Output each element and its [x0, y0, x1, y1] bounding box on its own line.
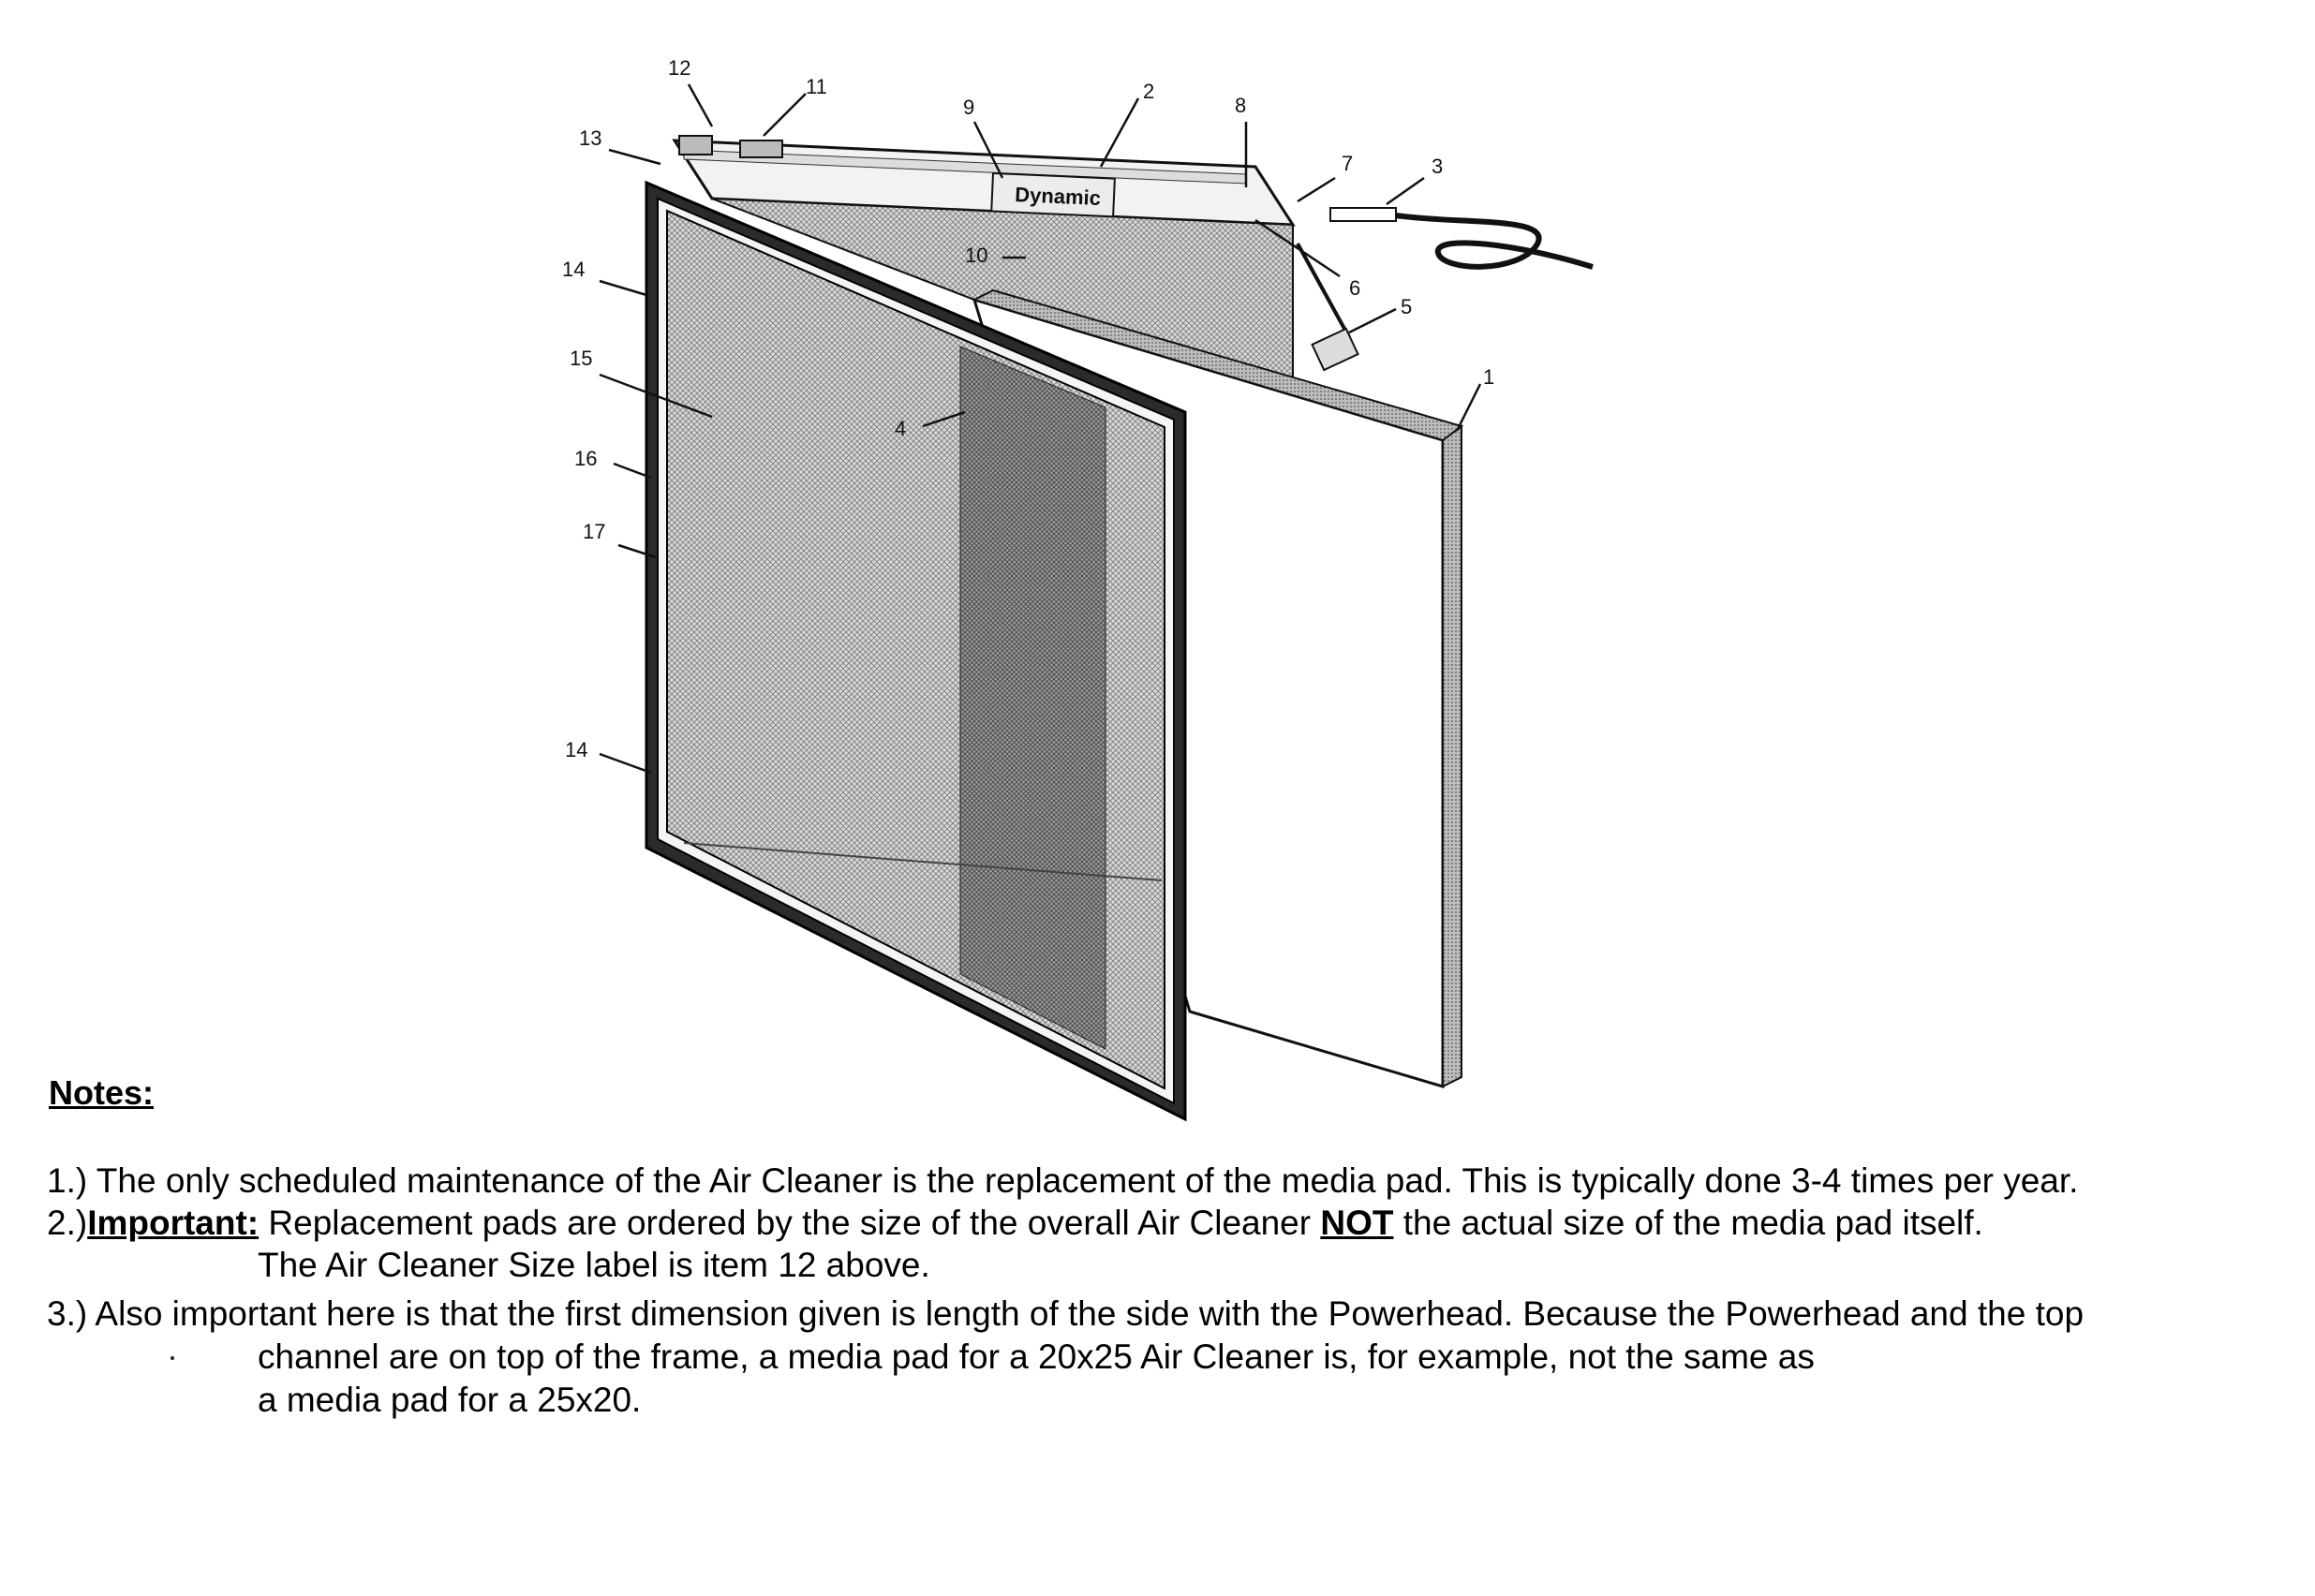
callout-numbers: 12 11 9 2 8 13 7 3 14 10 6 5 15 4 1 16 1… — [562, 56, 1494, 761]
callout-16: 16 — [574, 447, 597, 470]
callout-15: 15 — [570, 347, 592, 370]
note-3-line-1: 3.) Also important here is that the firs… — [47, 1294, 2085, 1333]
stray-dot — [171, 1356, 174, 1360]
callout-2: 2 — [1143, 80, 1154, 103]
channel-clip — [739, 140, 783, 158]
callout-12: 12 — [668, 56, 690, 80]
callout-3: 3 — [1432, 155, 1443, 178]
note-2: 2.)Important: Replacement pads are order… — [47, 1202, 1983, 1245]
callout-7: 7 — [1342, 152, 1353, 175]
size-label — [678, 135, 713, 155]
callout-11: 11 — [806, 75, 827, 98]
leader-lines — [599, 83, 1482, 775]
callout-4: 4 — [895, 417, 906, 440]
note-2-not: NOT — [1320, 1204, 1394, 1242]
brand-label: Dynamic — [1015, 183, 1102, 210]
ionizer-wire — [1296, 243, 1359, 372]
callout-5: 5 — [1401, 295, 1412, 318]
notes-title: Notes: — [49, 1073, 155, 1112]
note-2-text-b: the actual size of the media pad itself. — [1393, 1204, 1983, 1242]
callout-14-top: 14 — [562, 258, 585, 281]
power-cord — [1329, 207, 1594, 270]
air-cleaner-exploded-diagram: Dynamic — [562, 56, 1594, 1122]
note-3-line-2: channel are on top of the frame, a media… — [258, 1337, 1815, 1376]
callout-10: 10 — [965, 244, 987, 267]
callout-13: 13 — [579, 126, 601, 150]
note-1: 1.) The only scheduled maintenance of th… — [47, 1161, 2079, 1200]
note-2-number: 2.) — [47, 1204, 88, 1242]
callout-1: 1 — [1483, 365, 1494, 389]
callout-8: 8 — [1235, 94, 1246, 117]
note-2-text-a: Replacement pads are ordered by the size… — [259, 1204, 1321, 1242]
front-frame — [645, 180, 1187, 1122]
note-2-line-2: The Air Cleaner Size label is item 12 ab… — [258, 1246, 930, 1284]
note-2-important: Important: — [87, 1204, 260, 1242]
callout-17: 17 — [583, 520, 605, 543]
callout-14-bottom: 14 — [565, 738, 587, 761]
callout-6: 6 — [1349, 276, 1360, 300]
note-3-line-3: a media pad for a 25x20. — [258, 1381, 642, 1419]
callout-9: 9 — [963, 96, 974, 119]
